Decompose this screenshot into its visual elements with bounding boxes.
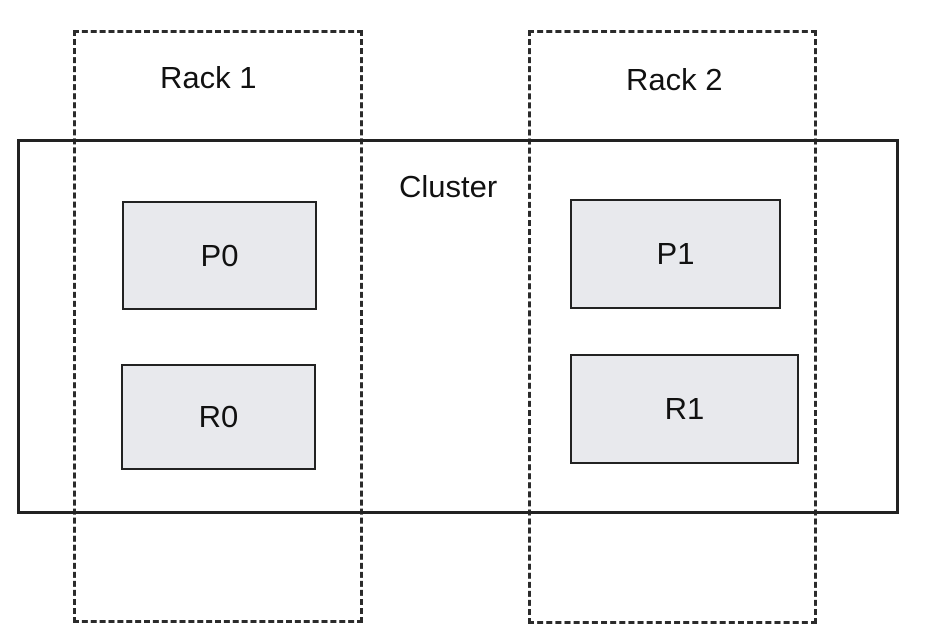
node-r0-label: R0	[198, 399, 239, 434]
node-p0: P0	[122, 201, 317, 310]
rack-2-label: Rack 2	[626, 62, 723, 97]
node-r0: R0	[121, 364, 316, 470]
node-r1-label: R1	[664, 391, 705, 426]
node-p1: P1	[570, 199, 781, 309]
rack-1-boundary	[73, 30, 363, 623]
rack-2-boundary	[528, 30, 817, 624]
cluster-boundary	[17, 139, 899, 514]
rack-1-label: Rack 1	[160, 60, 257, 95]
node-p0-label: P0	[200, 237, 239, 273]
cluster-label: Cluster	[399, 169, 498, 204]
node-p1-label: P1	[656, 236, 695, 271]
node-r1: R1	[570, 354, 799, 464]
